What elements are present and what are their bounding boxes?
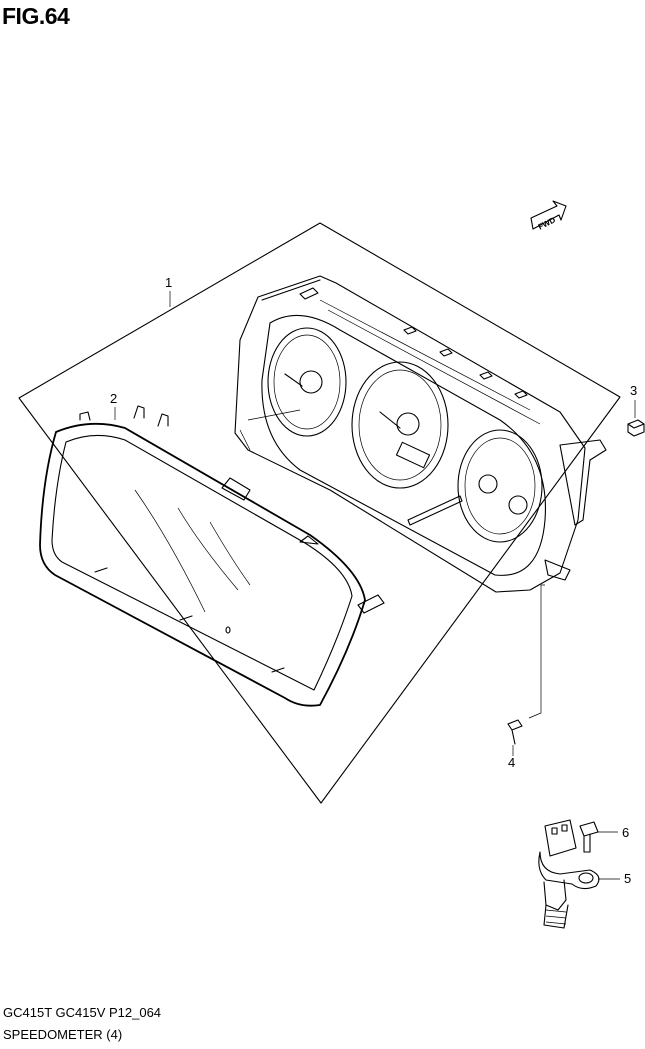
svg-text:5: 5	[624, 871, 631, 886]
leader-housing-to-screw	[528, 584, 545, 719]
speedometer-gauge	[351, 361, 449, 489]
svg-text:2: 2	[110, 391, 117, 406]
callout-4: 4	[508, 745, 515, 770]
figure-caption: SPEEDOMETER (4)	[3, 1027, 123, 1042]
svg-text:4: 4	[508, 755, 515, 770]
fwd-direction-badge: FWD	[530, 200, 567, 232]
svg-text:3: 3	[630, 383, 637, 398]
screw-part-4	[507, 719, 523, 745]
svg-text:1: 1	[165, 275, 172, 290]
fuel-temp-gauge	[457, 429, 543, 543]
callout-2: 2	[110, 391, 117, 420]
figure-title: FIG.64	[2, 3, 70, 29]
callout-3: 3	[630, 383, 637, 418]
model-reference: GC415T GC415V P12_064	[3, 1005, 162, 1020]
tachometer-gauge	[267, 327, 347, 437]
assembly-boundary	[18, 222, 621, 804]
clip-part-3	[627, 419, 645, 437]
callout-5: 5	[598, 871, 631, 886]
speed-sensor-assembly	[538, 819, 600, 929]
callout-1: 1	[165, 275, 172, 307]
meter-lens-visor	[39, 405, 385, 707]
svg-text:6: 6	[622, 825, 629, 840]
callout-6: 6	[598, 825, 629, 840]
meter-cluster-assembly	[234, 275, 607, 593]
